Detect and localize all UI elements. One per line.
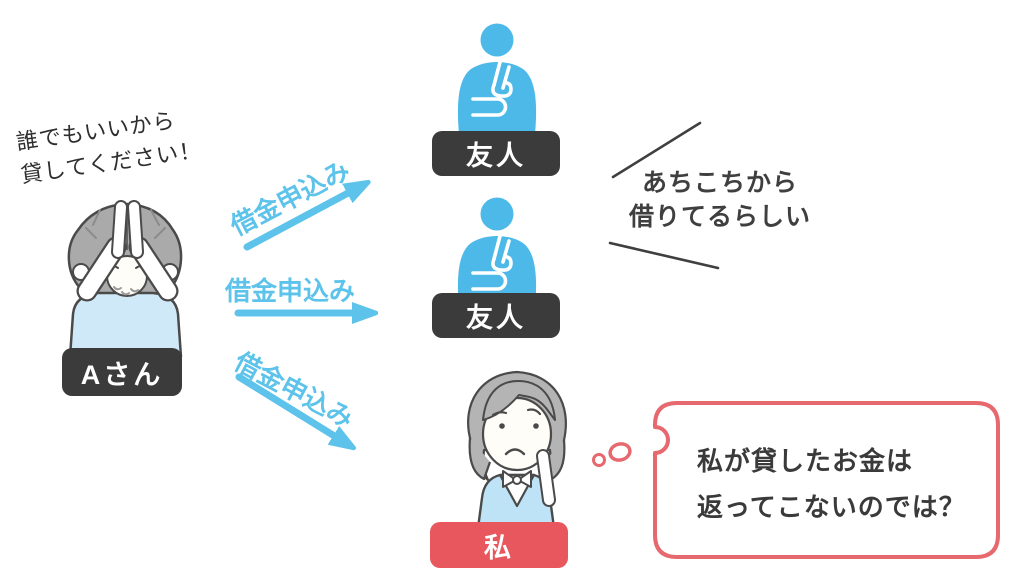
me-label-text: 私 [484, 532, 514, 563]
me-label: 私 [430, 522, 568, 568]
friend-1-label: 友人 [432, 131, 560, 176]
person-a-label: Aさん [62, 348, 182, 396]
thought-dot-small [592, 453, 606, 467]
loan-arrow-3-label: 借金申込み [229, 346, 359, 434]
rumor-text: あちこちから 借りてるらしい [606, 166, 834, 234]
rumor-line-2: 借りてるらしい [628, 203, 811, 231]
plea-text: 誰でもいいから 貸してください！ [14, 94, 251, 191]
friend-icon [457, 23, 537, 134]
thought-line-2: 返ってこないのでは？ [697, 492, 966, 522]
loan-arrow-1-label: 借金申込み [225, 154, 355, 242]
thought-bubble [592, 401, 1000, 559]
emphasis-line-bottom [608, 241, 720, 270]
worried-woman-illustration [467, 370, 567, 528]
rumor-line-1: あちこちから [641, 169, 798, 197]
praying-man-illustration [67, 200, 183, 357]
friend-2-label: 友人 [432, 293, 560, 338]
loan-arrow-2-label: 借金申込み [225, 276, 356, 306]
friend-2-label-text: 友人 [466, 303, 526, 333]
friend-1-label-text: 友人 [466, 141, 526, 171]
person-a-label-text: Aさん [80, 359, 164, 390]
friend-icon [457, 197, 537, 308]
thought-line-1: 私が貸したお金は [697, 446, 914, 476]
thought-dot-large [608, 442, 632, 462]
